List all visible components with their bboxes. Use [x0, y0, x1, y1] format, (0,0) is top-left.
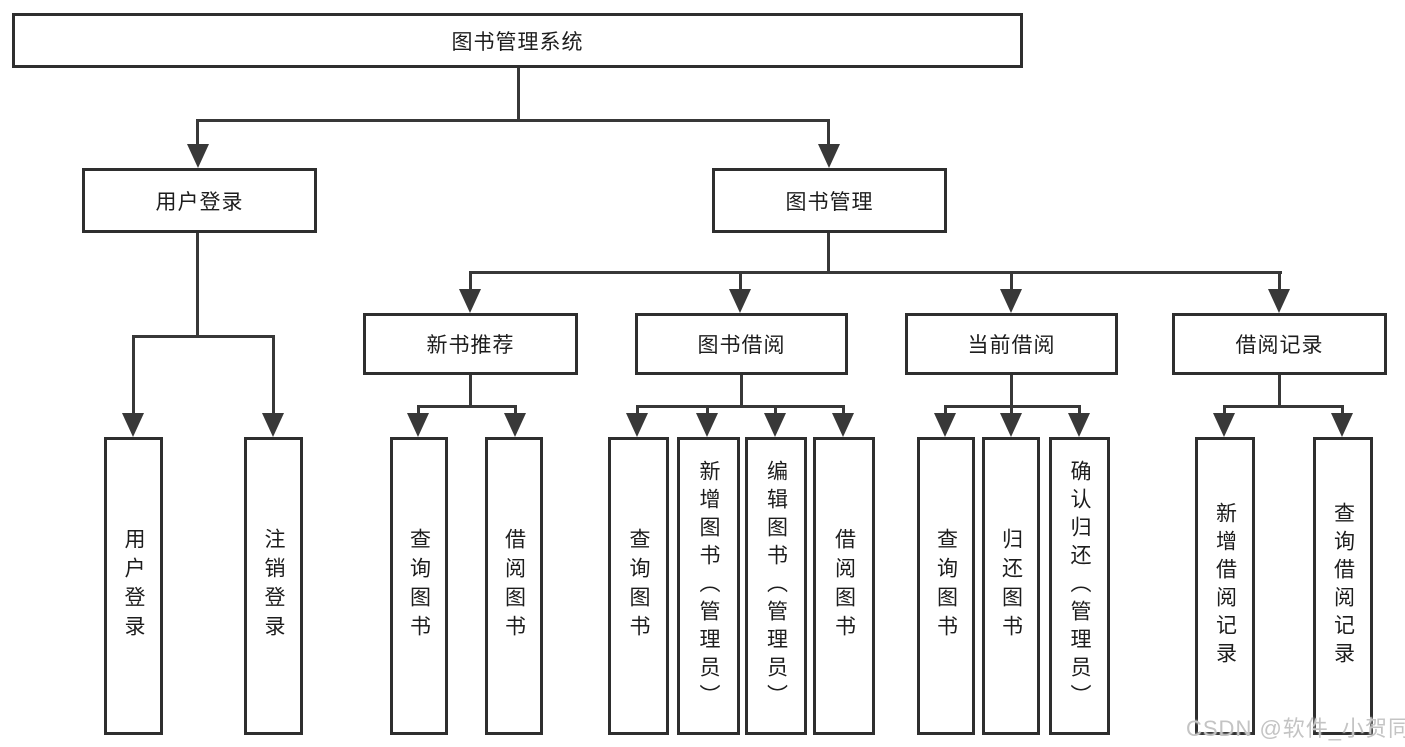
- arrowhead-icon: [187, 144, 209, 168]
- connector-drop-user-login: [196, 119, 199, 146]
- node-root-label: 图书管理系统: [451, 30, 584, 54]
- arrowhead-icon: [1268, 289, 1290, 313]
- node-new-book-recommend-label: 新书推荐: [426, 334, 515, 357]
- connector-drop-leaf: [417, 405, 420, 415]
- arrowhead-icon: [122, 413, 144, 437]
- leaf-return-books: 归还图书: [982, 437, 1040, 735]
- connector-recommend-horizontal: [417, 405, 517, 408]
- node-current-borrow-label: 当前借阅: [967, 334, 1056, 357]
- connector-drop-leaf: [842, 405, 845, 415]
- connector-records-stem: [1278, 375, 1281, 408]
- leaf-query-borrow-record: 查询借阅记录: [1313, 437, 1373, 735]
- leaf-return-books-label: 归还图书: [999, 528, 1023, 644]
- arrowhead-icon: [1213, 413, 1235, 437]
- connector-borrow-horizontal: [636, 405, 845, 408]
- connector-drop-leaf: [774, 405, 777, 415]
- leaf-borrow-books-label: 借阅图书: [832, 528, 856, 644]
- arrowhead-icon: [262, 413, 284, 437]
- connector-user-login-horizontal: [132, 335, 275, 338]
- leaf-edit-books-admin: 编辑图书（管理员）: [745, 437, 807, 735]
- node-borrow-records: 借阅记录: [1172, 313, 1387, 375]
- leaf-borrow-books-recommend-label: 借阅图书: [502, 528, 526, 644]
- connector-recommend-stem: [469, 375, 472, 408]
- leaf-query-books-recommend-label: 查询图书: [407, 528, 431, 644]
- arrowhead-icon: [1000, 413, 1022, 437]
- connector-book-management-stem: [827, 233, 830, 274]
- connector-root-stem: [517, 68, 520, 121]
- connector-drop-level3: [1010, 271, 1013, 293]
- leaf-query-books-current: 查询图书: [917, 437, 975, 735]
- arrowhead-icon: [832, 413, 854, 437]
- arrowhead-icon: [934, 413, 956, 437]
- arrowhead-icon: [459, 289, 481, 313]
- connector-borrow-stem: [740, 375, 743, 408]
- node-book-borrow-label: 图书借阅: [697, 334, 786, 357]
- leaf-user-login: 用户登录: [104, 437, 163, 735]
- leaf-logout: 注销登录: [244, 437, 303, 735]
- node-user-login-label: 用户登录: [155, 190, 244, 214]
- arrowhead-icon: [818, 144, 840, 168]
- leaf-query-books-borrow: 查询图书: [608, 437, 669, 735]
- node-book-management-label: 图书管理: [785, 190, 874, 214]
- connector-drop-leaf: [1078, 405, 1081, 415]
- leaf-query-books-borrow-label: 查询图书: [627, 528, 650, 644]
- connector-level3-horizontal: [469, 271, 1282, 274]
- leaf-add-books-admin: 新增图书（管理员）: [677, 437, 740, 735]
- connector-drop-leaf: [1223, 405, 1226, 415]
- connector-current-stem: [1010, 375, 1013, 408]
- connector-level2-horizontal: [196, 119, 830, 122]
- csdn-watermark: CSDN @软件_小贺同学: [1186, 716, 1405, 741]
- arrowhead-icon: [764, 413, 786, 437]
- connector-drop-leaf: [944, 405, 947, 415]
- arrowhead-icon: [504, 413, 526, 437]
- leaf-logout-label: 注销登录: [262, 528, 285, 644]
- leaf-add-books-admin-label: 新增图书（管理员）: [697, 460, 720, 712]
- connector-drop-level3: [739, 271, 742, 293]
- leaf-add-borrow-record: 新增借阅记录: [1195, 437, 1255, 735]
- connector-drop-leaf: [272, 335, 275, 415]
- leaf-confirm-return-admin: 确认归还（管理员）: [1049, 437, 1110, 735]
- node-root: 图书管理系统: [12, 13, 1023, 68]
- arrowhead-icon: [1331, 413, 1353, 437]
- node-book-borrow: 图书借阅: [635, 313, 848, 375]
- connector-drop-leaf: [636, 405, 639, 415]
- node-user-login: 用户登录: [82, 168, 317, 233]
- node-new-book-recommend: 新书推荐: [363, 313, 578, 375]
- node-current-borrow: 当前借阅: [905, 313, 1118, 375]
- leaf-borrow-books-recommend: 借阅图书: [485, 437, 543, 735]
- connector-drop-level3: [469, 271, 472, 293]
- connector-drop-leaf: [706, 405, 709, 415]
- connector-records-horizontal: [1223, 405, 1344, 408]
- leaf-borrow-books: 借阅图书: [813, 437, 875, 735]
- connector-drop-level3: [1278, 271, 1281, 293]
- connector-drop-leaf: [1010, 405, 1013, 415]
- connector-drop-leaf: [514, 405, 517, 415]
- leaf-confirm-return-admin-label: 确认归还（管理员）: [1068, 460, 1091, 712]
- connector-drop-leaf: [132, 335, 135, 415]
- leaf-add-borrow-record-label: 新增借阅记录: [1213, 502, 1237, 670]
- arrowhead-icon: [407, 413, 429, 437]
- node-book-management: 图书管理: [712, 168, 947, 233]
- leaf-query-books-current-label: 查询图书: [934, 528, 958, 644]
- connector-drop-book-management: [827, 119, 830, 146]
- leaf-user-login-label: 用户登录: [122, 528, 145, 644]
- arrowhead-icon: [696, 413, 718, 437]
- arrowhead-icon: [1000, 289, 1022, 313]
- leaf-edit-books-admin-label: 编辑图书（管理员）: [764, 460, 788, 712]
- arrowhead-icon: [1068, 413, 1090, 437]
- node-borrow-records-label: 借阅记录: [1235, 334, 1324, 357]
- arrowhead-icon: [626, 413, 648, 437]
- leaf-query-borrow-record-label: 查询借阅记录: [1331, 502, 1355, 670]
- leaf-query-books-recommend: 查询图书: [390, 437, 448, 735]
- arrowhead-icon: [729, 289, 751, 313]
- connector-user-login-stem: [196, 233, 199, 337]
- connector-drop-leaf: [1341, 405, 1344, 415]
